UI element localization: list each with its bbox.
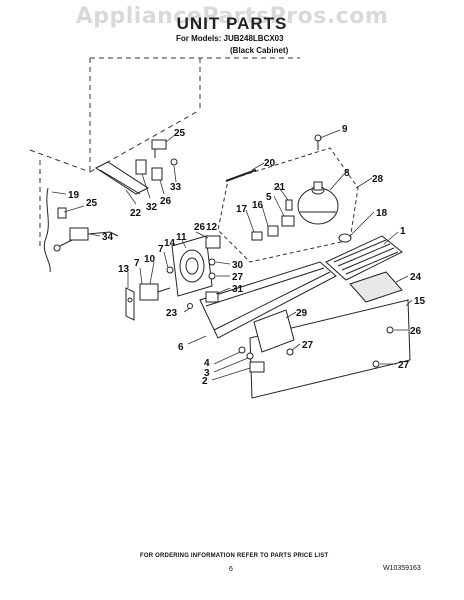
callout-27c: 27 (398, 360, 410, 371)
cabinet-outline (29, 57, 300, 250)
page-number: 6 (229, 566, 233, 573)
callout-12: 12 (206, 222, 218, 233)
part-27c-screw (372, 360, 380, 368)
part-18-grommet (338, 233, 352, 243)
part-27b-screw (286, 348, 294, 356)
cabinet-line: (Black Cabinet) (230, 46, 289, 55)
part-11-fan-bracket (171, 235, 213, 297)
part-26c-screw (386, 326, 394, 334)
callout-3: 3 (204, 368, 210, 379)
callout-20: 20 (264, 158, 276, 169)
leader-lines (51, 129, 413, 381)
part-8-compressor (297, 181, 339, 225)
part-2-foot (249, 361, 265, 373)
callout-8: 8 (344, 168, 350, 179)
callout-30: 30 (232, 260, 244, 271)
part-34-harness (53, 227, 119, 252)
watermark: AppliancePartsPros.com (75, 4, 389, 29)
callout-24: 24 (410, 272, 422, 283)
part-5-relay (281, 215, 295, 227)
callout-15: 15 (414, 296, 426, 307)
part-4-screw (238, 346, 246, 354)
part-13-bracket (125, 287, 135, 321)
part-30-screw (208, 258, 216, 266)
callout-9: 9 (342, 124, 348, 135)
callout-26b: 26 (194, 222, 206, 233)
part-29-shroud (253, 309, 295, 353)
part-24-pad (349, 271, 403, 303)
part-23-screw (187, 303, 193, 309)
callout-19: 19 (68, 190, 80, 201)
callout-31: 31 (232, 284, 244, 295)
callout-16: 16 (252, 200, 264, 211)
callout-27: 27 (232, 272, 244, 283)
part-6-base-tray (199, 261, 337, 339)
callout-11: 11 (176, 232, 187, 243)
callout-7b: 7 (134, 258, 140, 269)
callout-6: 6 (178, 342, 184, 353)
part-1-condenser (325, 235, 403, 281)
part-19-wire (43, 187, 51, 273)
part-25b-clip (57, 207, 67, 219)
callout-10: 10 (144, 254, 156, 265)
callout-17: 17 (236, 204, 248, 215)
part-3-washer (246, 352, 254, 360)
callout-27b: 27 (302, 340, 314, 351)
part-26-screw (170, 158, 178, 166)
part-9-screw (314, 134, 322, 150)
document-id: W10359163 (383, 565, 421, 572)
callout-26: 26 (160, 196, 172, 207)
callout-18: 18 (376, 208, 388, 219)
part-33-connector (151, 167, 163, 181)
part-22-bar (94, 161, 150, 195)
callout-14: 14 (164, 238, 176, 249)
part-10-fan-motor (139, 283, 171, 301)
callout-26c: 26 (410, 326, 422, 337)
compressor-kit-outline (217, 147, 359, 263)
page-title: UNIT PARTS (176, 14, 288, 33)
callout-4: 4 (204, 358, 210, 369)
models-line: For Models: JUB248LBCX03 (176, 34, 284, 43)
callout-29: 29 (296, 308, 308, 319)
part-20-rod (225, 169, 257, 182)
callout-32: 32 (146, 202, 158, 213)
part-21-grommet (285, 199, 293, 211)
callout-21: 21 (274, 182, 286, 193)
callout-25: 25 (174, 128, 186, 139)
part-25-clip (151, 139, 167, 158)
part-17-cover (251, 231, 263, 241)
callout-33: 33 (170, 182, 182, 193)
callout-5: 5 (266, 192, 272, 203)
callout-1: 1 (400, 226, 406, 237)
callout-13: 13 (118, 264, 130, 275)
part-31-clip (205, 291, 219, 303)
part-12-fan-blade (205, 235, 221, 249)
callout-28: 28 (372, 174, 384, 185)
part-32-bracket (135, 159, 147, 175)
part-14-grommet (166, 266, 174, 274)
ordering-note: FOR ORDERING INFORMATION REFER TO PARTS … (140, 553, 329, 559)
part-16-overload (267, 225, 279, 237)
callout-labels: 9 8 28 20 21 5 16 17 18 1 24 15 26 27 29… (68, 124, 426, 387)
callout-25b: 25 (86, 198, 98, 209)
part-15-panel (249, 299, 411, 399)
callout-22: 22 (130, 208, 142, 219)
callout-2: 2 (202, 376, 208, 387)
callout-23: 23 (166, 308, 178, 319)
part-27-screw (208, 272, 216, 280)
callout-34: 34 (102, 232, 114, 243)
callout-7: 7 (158, 244, 164, 255)
